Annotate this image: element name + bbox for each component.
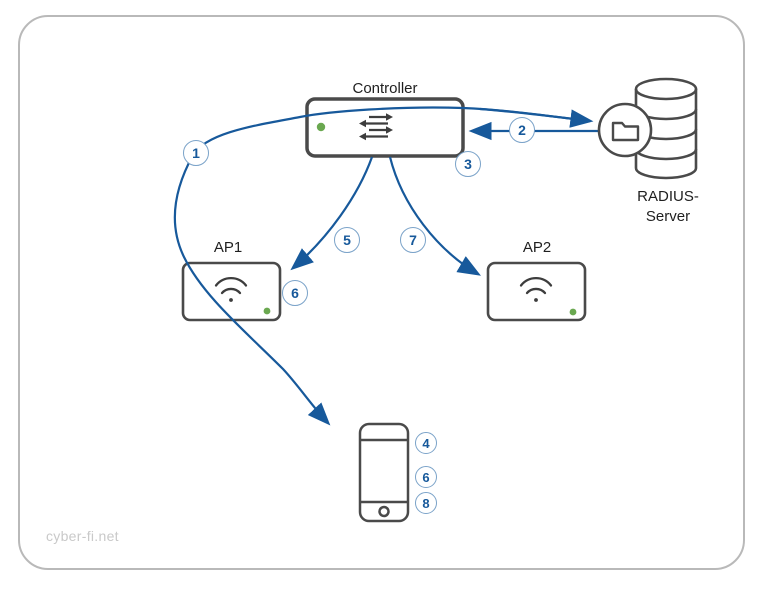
- step-badge-7: 7: [400, 227, 426, 253]
- ap2-node: [486, 261, 587, 322]
- step-badge-4: 4: [415, 432, 437, 454]
- step-badge-5: 5: [334, 227, 360, 253]
- arrow-step1-radius-head: [479, 107, 594, 128]
- controller-led: [316, 122, 326, 132]
- step-badge-6-ap1: 6: [282, 280, 308, 306]
- ap1-label: AP1: [213, 239, 243, 256]
- controller-node: [305, 97, 465, 158]
- ap1-led: [263, 307, 271, 315]
- step-badge-1: 1: [183, 140, 209, 166]
- ap1-wifi-icon: [214, 277, 248, 302]
- arrow-step7-controller-ap2: [388, 156, 481, 276]
- ap2-led: [569, 308, 577, 316]
- watermark-text: cyber-fi.net: [46, 528, 119, 544]
- step-badge-8: 8: [415, 492, 437, 514]
- step-badge-3: 3: [455, 151, 481, 177]
- step-badge-6-client: 6: [415, 466, 437, 488]
- arrow-step5-controller-ap1: [290, 156, 374, 271]
- step-badge-2: 2: [509, 117, 535, 143]
- ap2-wifi-icon: [519, 277, 553, 302]
- ap2-label: AP2: [522, 239, 552, 256]
- transfer-arrows-icon: [359, 113, 393, 141]
- smartphone-icon: [358, 422, 410, 523]
- controller-label: Controller: [352, 80, 418, 97]
- folder-icon: [597, 102, 653, 158]
- radius-server-label: RADIUS- Server: [637, 188, 699, 225]
